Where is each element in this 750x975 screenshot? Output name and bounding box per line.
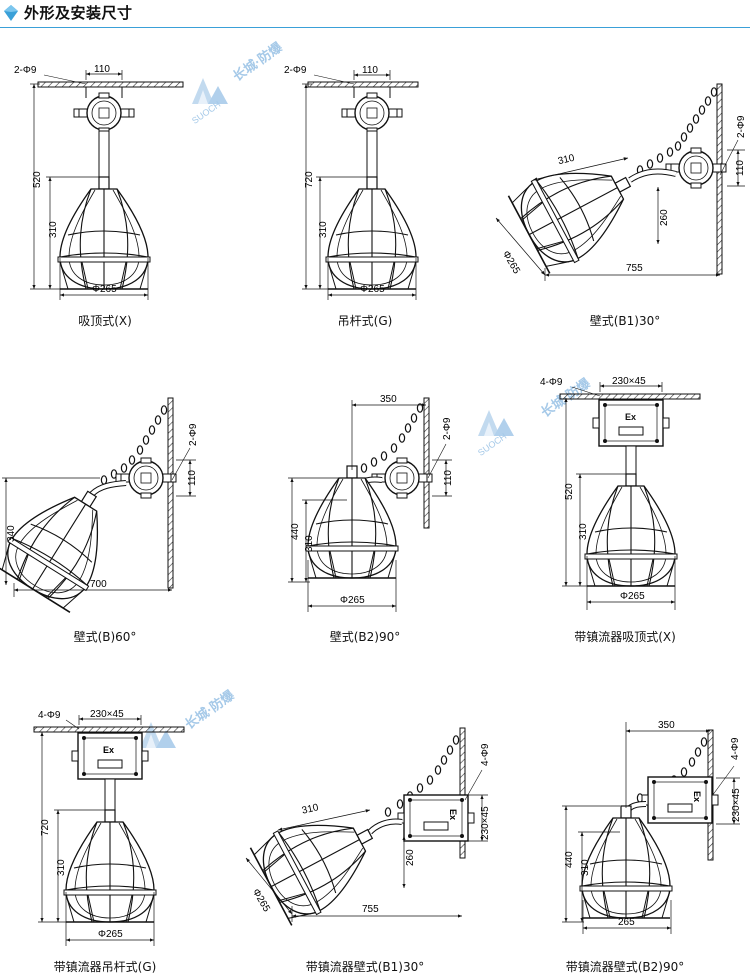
dim-diam: Φ265 xyxy=(500,249,522,276)
dim-lower: 310 xyxy=(48,221,59,238)
caption-wall-b2: 壁式(B2)90° xyxy=(329,630,401,644)
dim-holes: 4-Φ9 xyxy=(480,743,491,766)
dim-top: 110 xyxy=(362,65,378,76)
dim-drop: 260 xyxy=(659,209,670,226)
figure-ceiling-x: 110 2-Φ9 520 310 Φ265 xyxy=(14,64,184,300)
dim-side: 110 xyxy=(443,470,454,486)
caption-ballast-pendant-g: 带镇流器吊杆式(G) xyxy=(53,960,157,974)
dim-side: 230×45 xyxy=(480,806,491,840)
section-header: 外形及安装尺寸 xyxy=(0,0,750,30)
box-label: Ex xyxy=(448,809,458,820)
dim-holes: 2-Φ9 xyxy=(736,115,747,138)
dim-lower: 310 xyxy=(304,535,315,552)
dim-holes: 2-Φ9 xyxy=(14,65,37,76)
figure-ballast-pendant-g: Ex 230×45 4-Φ9 720 310 Φ265 xyxy=(33,709,185,946)
dim-height: 340 xyxy=(6,525,17,542)
figure-ballast-wall-b2: Ex 350 230×45 4-Φ9 440 310 265 xyxy=(562,720,742,934)
dim-width: Φ265 xyxy=(92,284,117,295)
figure-ballast-wall-b1: Ex 230×45 4-Φ9 310 260 Φ265 755 xyxy=(245,727,491,928)
dim-lower: 310 xyxy=(578,523,589,540)
dim-height: 720 xyxy=(304,171,315,188)
svg-text:长城·防爆: 长城·防爆 xyxy=(182,687,238,732)
dim-top: 110 xyxy=(94,64,110,75)
figure-wall-b2: 350 110 2-Φ9 440 310 Φ265 xyxy=(288,394,454,612)
dim-lower: 310 xyxy=(56,859,67,876)
dim-holes: 2-Φ9 xyxy=(442,417,453,440)
dim-side: 110 xyxy=(735,160,746,176)
dim-height: 520 xyxy=(32,171,43,188)
dim-width: 700 xyxy=(90,579,107,590)
dim-side: 110 xyxy=(187,470,198,486)
dim-holes: 2-Φ9 xyxy=(188,423,199,446)
dim-height: 520 xyxy=(564,483,575,500)
dim-width: 265 xyxy=(618,917,635,928)
dim-height: 440 xyxy=(564,851,575,868)
caption-ballast-wall-b2: 带镇流器壁式(B2)90° xyxy=(565,960,685,974)
dim-width: 755 xyxy=(626,263,643,274)
box-label: Ex xyxy=(625,412,636,422)
dim-top: 230×45 xyxy=(612,376,646,387)
dim-reach: 310 xyxy=(301,802,320,817)
dim-lower: 310 xyxy=(580,859,591,876)
dim-reach: 310 xyxy=(557,153,576,168)
figure-pendant-g: 110 2-Φ9 720 310 Φ265 xyxy=(284,65,419,300)
header-divider xyxy=(0,27,750,28)
figure-wall-b1: 110 2-Φ9 310 260 Φ265 755 xyxy=(495,83,747,281)
dim-width: Φ265 xyxy=(340,595,365,606)
dim-width: Φ265 xyxy=(620,591,645,602)
caption-ballast-wall-b1: 带镇流器壁式(B1)30° xyxy=(305,960,425,974)
dim-width: 755 xyxy=(362,904,379,915)
diamond-bullet-icon xyxy=(4,5,18,21)
dim-diam: Φ265 xyxy=(250,887,272,914)
dim-holes: 4-Φ9 xyxy=(730,737,741,760)
caption-wall-b: 壁式(B)60° xyxy=(73,630,137,644)
dim-holes: 4-Φ9 xyxy=(540,377,563,388)
dim-width: Φ265 xyxy=(360,284,385,295)
dim-reach: 350 xyxy=(658,720,675,731)
figure-wall-b: 110 2-Φ9 340 700 xyxy=(0,397,199,615)
caption-ballast-ceiling-x: 带镇流器吸顶式(X) xyxy=(574,630,676,644)
dim-lower: 310 xyxy=(318,221,329,238)
dim-side: 230×45 xyxy=(731,788,742,822)
dim-holes: 4-Φ9 xyxy=(38,710,61,721)
svg-text:长城·防爆: 长城·防爆 xyxy=(230,39,286,84)
dim-top: 230×45 xyxy=(90,709,124,720)
box-label: Ex xyxy=(103,745,114,755)
caption-wall-b1: 壁式(B1)30° xyxy=(589,314,661,328)
box-label: Ex xyxy=(692,791,702,802)
dim-height: 720 xyxy=(40,819,51,836)
figure-ballast-ceiling-x: Ex 230×45 4-Φ9 520 310 Φ265 xyxy=(540,376,701,610)
dim-holes: 2-Φ9 xyxy=(284,65,307,76)
caption-pendant-g: 吊杆式(G) xyxy=(337,314,393,328)
section-title: 外形及安装尺寸 xyxy=(24,4,133,22)
dim-height: 440 xyxy=(290,523,301,540)
dim-width: Φ265 xyxy=(98,929,123,940)
dim-drop: 260 xyxy=(405,849,416,866)
caption-ceiling-x: 吸顶式(X) xyxy=(78,314,132,328)
dim-reach: 350 xyxy=(380,394,397,405)
